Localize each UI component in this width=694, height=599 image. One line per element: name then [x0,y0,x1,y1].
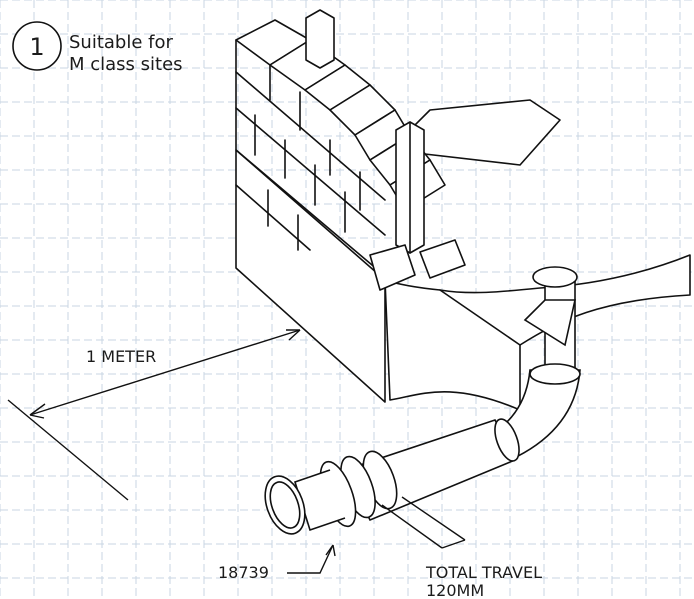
note-line-2: M class sites [69,54,183,75]
travel-label-line-1: TOTAL TRAVEL [425,563,542,582]
travel-label-line-2: 120MM [426,581,484,599]
part-number-label: 18739 [218,563,269,582]
travel-dimension [381,496,466,549]
part-leader [287,544,336,574]
length-dimension [7,329,301,501]
note-line-1: Suitable for [69,32,173,53]
step-badge: 1 [12,21,62,71]
pipe-assembly [264,266,581,535]
step-number: 1 [29,33,44,61]
brick-wall [235,9,691,411]
length-label: 1 METER [86,347,156,366]
